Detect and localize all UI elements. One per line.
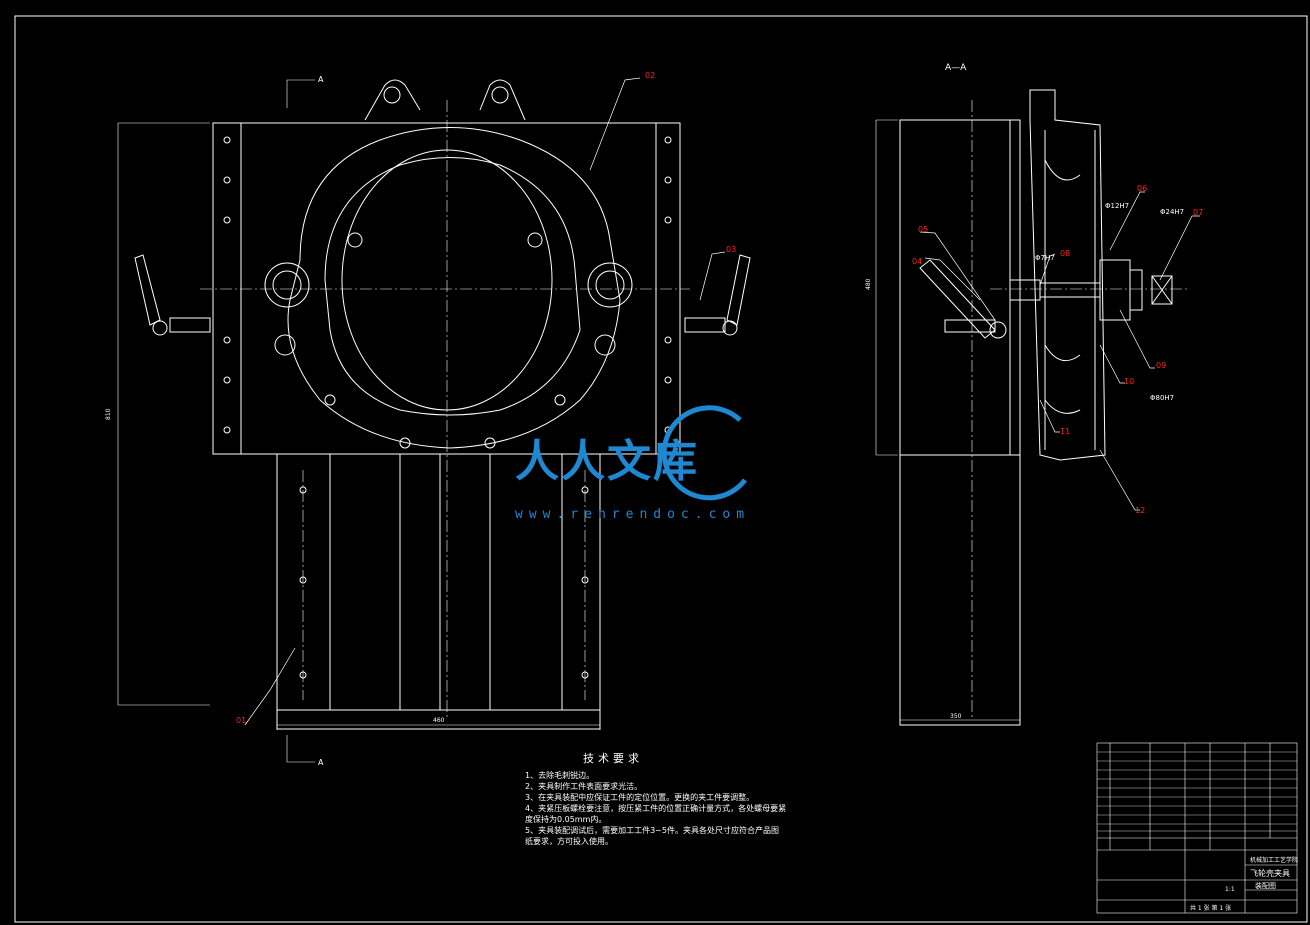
tech-requirements-list: 1、去除毛刺锐边。 2、夹具制作工件表面要求光洁。 3、在夹具装配中应保证工件的… [525,770,805,847]
sheet-border [14,15,1308,923]
balloon-04: 04 [912,257,922,266]
side-centerlines [971,100,1190,720]
watermark-text: 人人文库 [515,436,699,487]
balloon-12: 12 [1135,506,1145,515]
tech-requirements-title: 技术要求 [583,752,643,765]
tech-item: 1、去除毛刺锐边。 [525,771,595,780]
balloon-03: 03 [726,245,736,254]
watermark-url: www.renrendoc.com [515,507,751,522]
balloon-11: 11 [1060,427,1070,436]
balloon-07: 07 [1193,208,1203,217]
watermark-logo-icon [661,405,747,501]
section-label: A—A [945,63,967,73]
side-dimensions [875,119,1020,721]
balloon-01: 01 [236,716,246,725]
front-view [134,79,751,730]
leader-lines [244,77,1200,726]
cut-mark-top: A [318,75,324,84]
cut-mark-bottom: A [318,758,324,767]
tech-item: 2、夹具制作工件表面要求光洁。 [525,782,643,791]
tech-item: 4、夹紧压板螺栓要注意，按压紧工件的位置正确计量方式，各处螺母要紧 [525,804,787,813]
balloon-06: 06 [1137,184,1147,193]
dim-dia3: Φ7H7 [1035,254,1055,262]
title-block-drawing-type: 装配图 [1255,882,1276,890]
title-block-rows [1097,751,1297,832]
balloon-05: 05 [918,225,928,234]
dim-dia1: Φ12H7 [1105,202,1129,210]
side-view [899,89,1173,726]
balloon-02: 02 [645,71,655,80]
title-block-drawing-name: 飞轮壳夹具 [1250,869,1290,878]
balloon-08: 08 [1060,249,1070,258]
balloon-10: 10 [1124,377,1134,386]
dim-width-front: 460 [433,717,445,724]
tech-item: 度保持为0.05mm内。 [525,815,607,824]
dim-height-side: 480 [865,278,872,290]
tech-item: 5、夹具装配调试后，需要加工工件3~5件。夹具各处尺寸应符合产品图 [525,826,779,835]
dim-height-front: 810 [105,408,112,420]
tech-item: 纸要求，方可投入使用。 [525,837,613,846]
dim-dia4: Φ80H7 [1150,394,1174,402]
title-block-sheet-info: 共 1 张 第 1 张 [1190,905,1232,912]
balloon-09: 09 [1156,361,1166,370]
front-dimensions [117,79,601,763]
title-block-school: 机械加工工艺学院 [1250,857,1299,864]
title-block-scale: 1:1 [1225,886,1235,893]
dim-dia2: Φ24H7 [1160,208,1184,216]
dim-width-side: 350 [950,713,962,720]
tech-item: 3、在夹具装配中应保证工件的定位位置。更换的夹工件要调整。 [525,793,755,802]
front-centerlines [200,100,690,720]
